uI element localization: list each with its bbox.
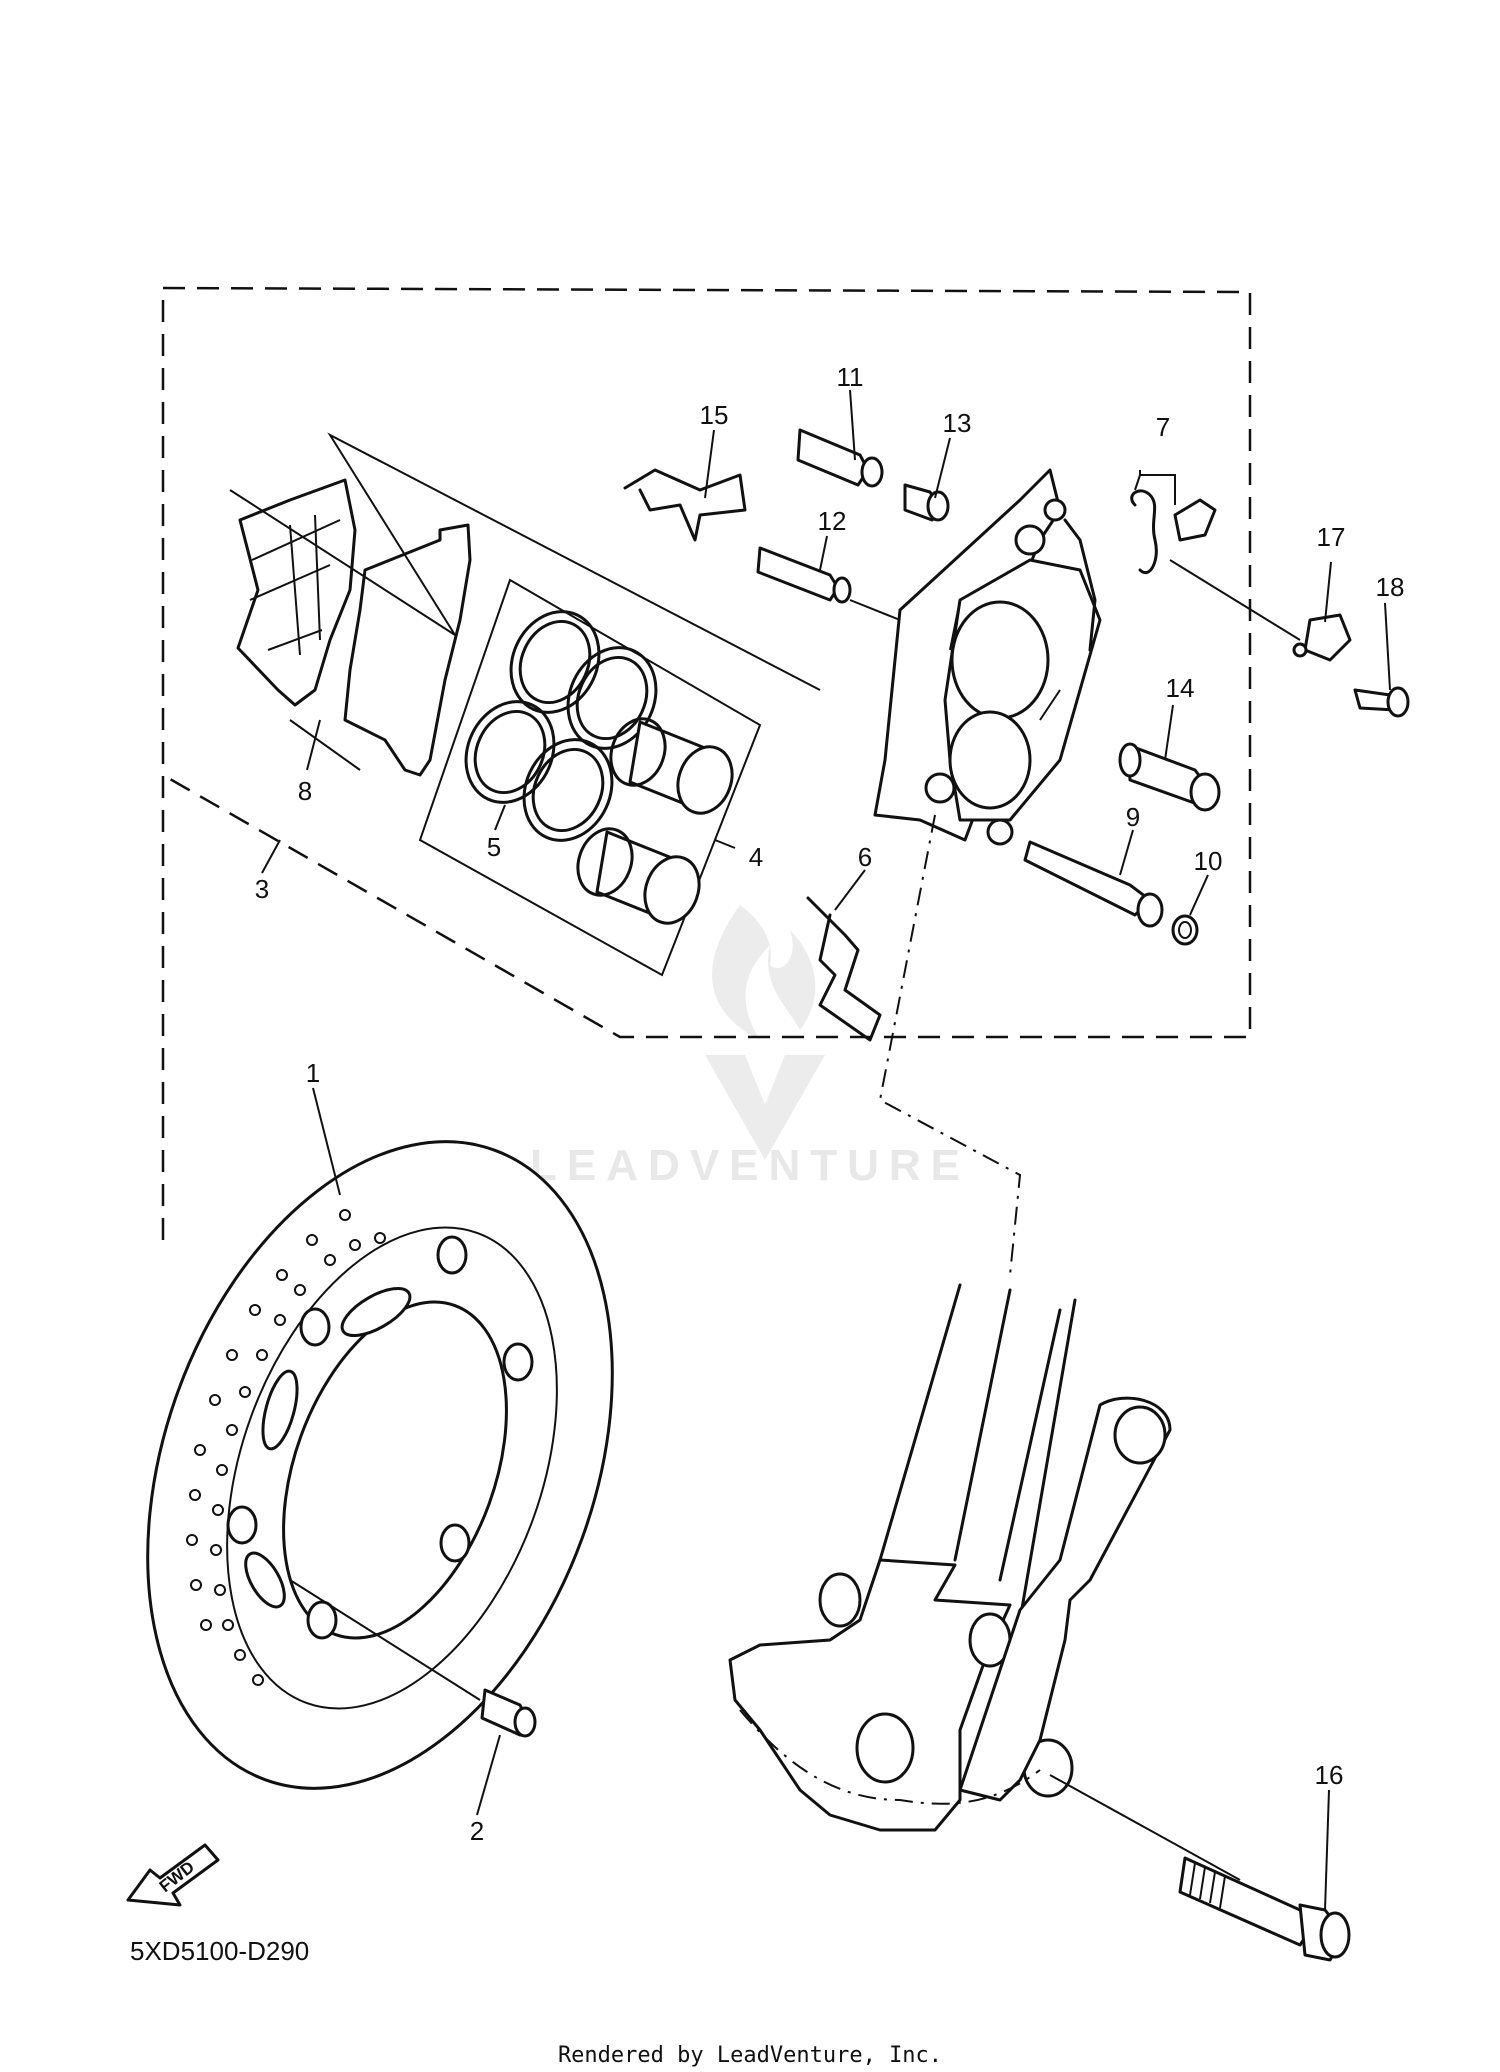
callout-5: 5: [487, 832, 501, 862]
callout-leaders: [261, 389, 1391, 1911]
watermark: LEADVENTURE: [530, 905, 970, 1190]
diagram-code: 5XD5100-D290: [130, 1936, 309, 1966]
callout-1: 1: [306, 1058, 320, 1088]
small-hardware-top: [756, 428, 950, 621]
forward-arrow-icon: FWD: [126, 1843, 220, 1907]
caliper-body: [873, 468, 1102, 846]
brake-disc: [146, 1140, 614, 1790]
callout-8: 8: [298, 776, 312, 806]
callout-4: 4: [749, 842, 763, 872]
callouts: 1 2 3 4 5 6 7 8 9 10 11 12 13 14 15 16 1…: [255, 362, 1405, 1846]
callout-7: 7: [1156, 412, 1170, 442]
callout-18: 18: [1376, 572, 1405, 602]
callout-3: 3: [255, 874, 269, 904]
callout-11: 11: [837, 362, 864, 392]
callout-12: 12: [818, 506, 847, 536]
caliper-bolt-and-nut: [1023, 840, 1199, 946]
callout-14: 14: [1166, 673, 1195, 703]
brake-pads: [229, 432, 821, 777]
callout-9: 9: [1126, 802, 1140, 832]
render-credit: Rendered by LeadVenture, Inc.: [558, 2043, 942, 2068]
callout-15: 15: [700, 400, 729, 430]
pad-spring: [623, 468, 747, 542]
caliper-assembly-boundary: [161, 286, 1252, 1240]
pistons-and-seals: [418, 578, 762, 977]
callout-2: 2: [470, 1816, 484, 1846]
watermark-text: LEADVENTURE: [530, 1141, 970, 1190]
callout-17: 17: [1317, 522, 1346, 552]
fork-mount-guide: [878, 814, 1022, 1276]
disc-bolt: [289, 1579, 537, 1738]
callout-6: 6: [858, 842, 872, 872]
slide-pin: [1118, 742, 1221, 812]
long-bolt: [1178, 1856, 1351, 1962]
callout-10: 10: [1194, 846, 1223, 876]
callout-13: 13: [943, 408, 972, 438]
callout-16: 16: [1315, 1760, 1344, 1790]
pad-support-clip: [806, 896, 882, 1042]
disc-drill-holes: [186, 1209, 386, 1686]
fork-leg: [728, 1283, 1241, 1881]
bleeder-and-clip: [1130, 489, 1410, 718]
